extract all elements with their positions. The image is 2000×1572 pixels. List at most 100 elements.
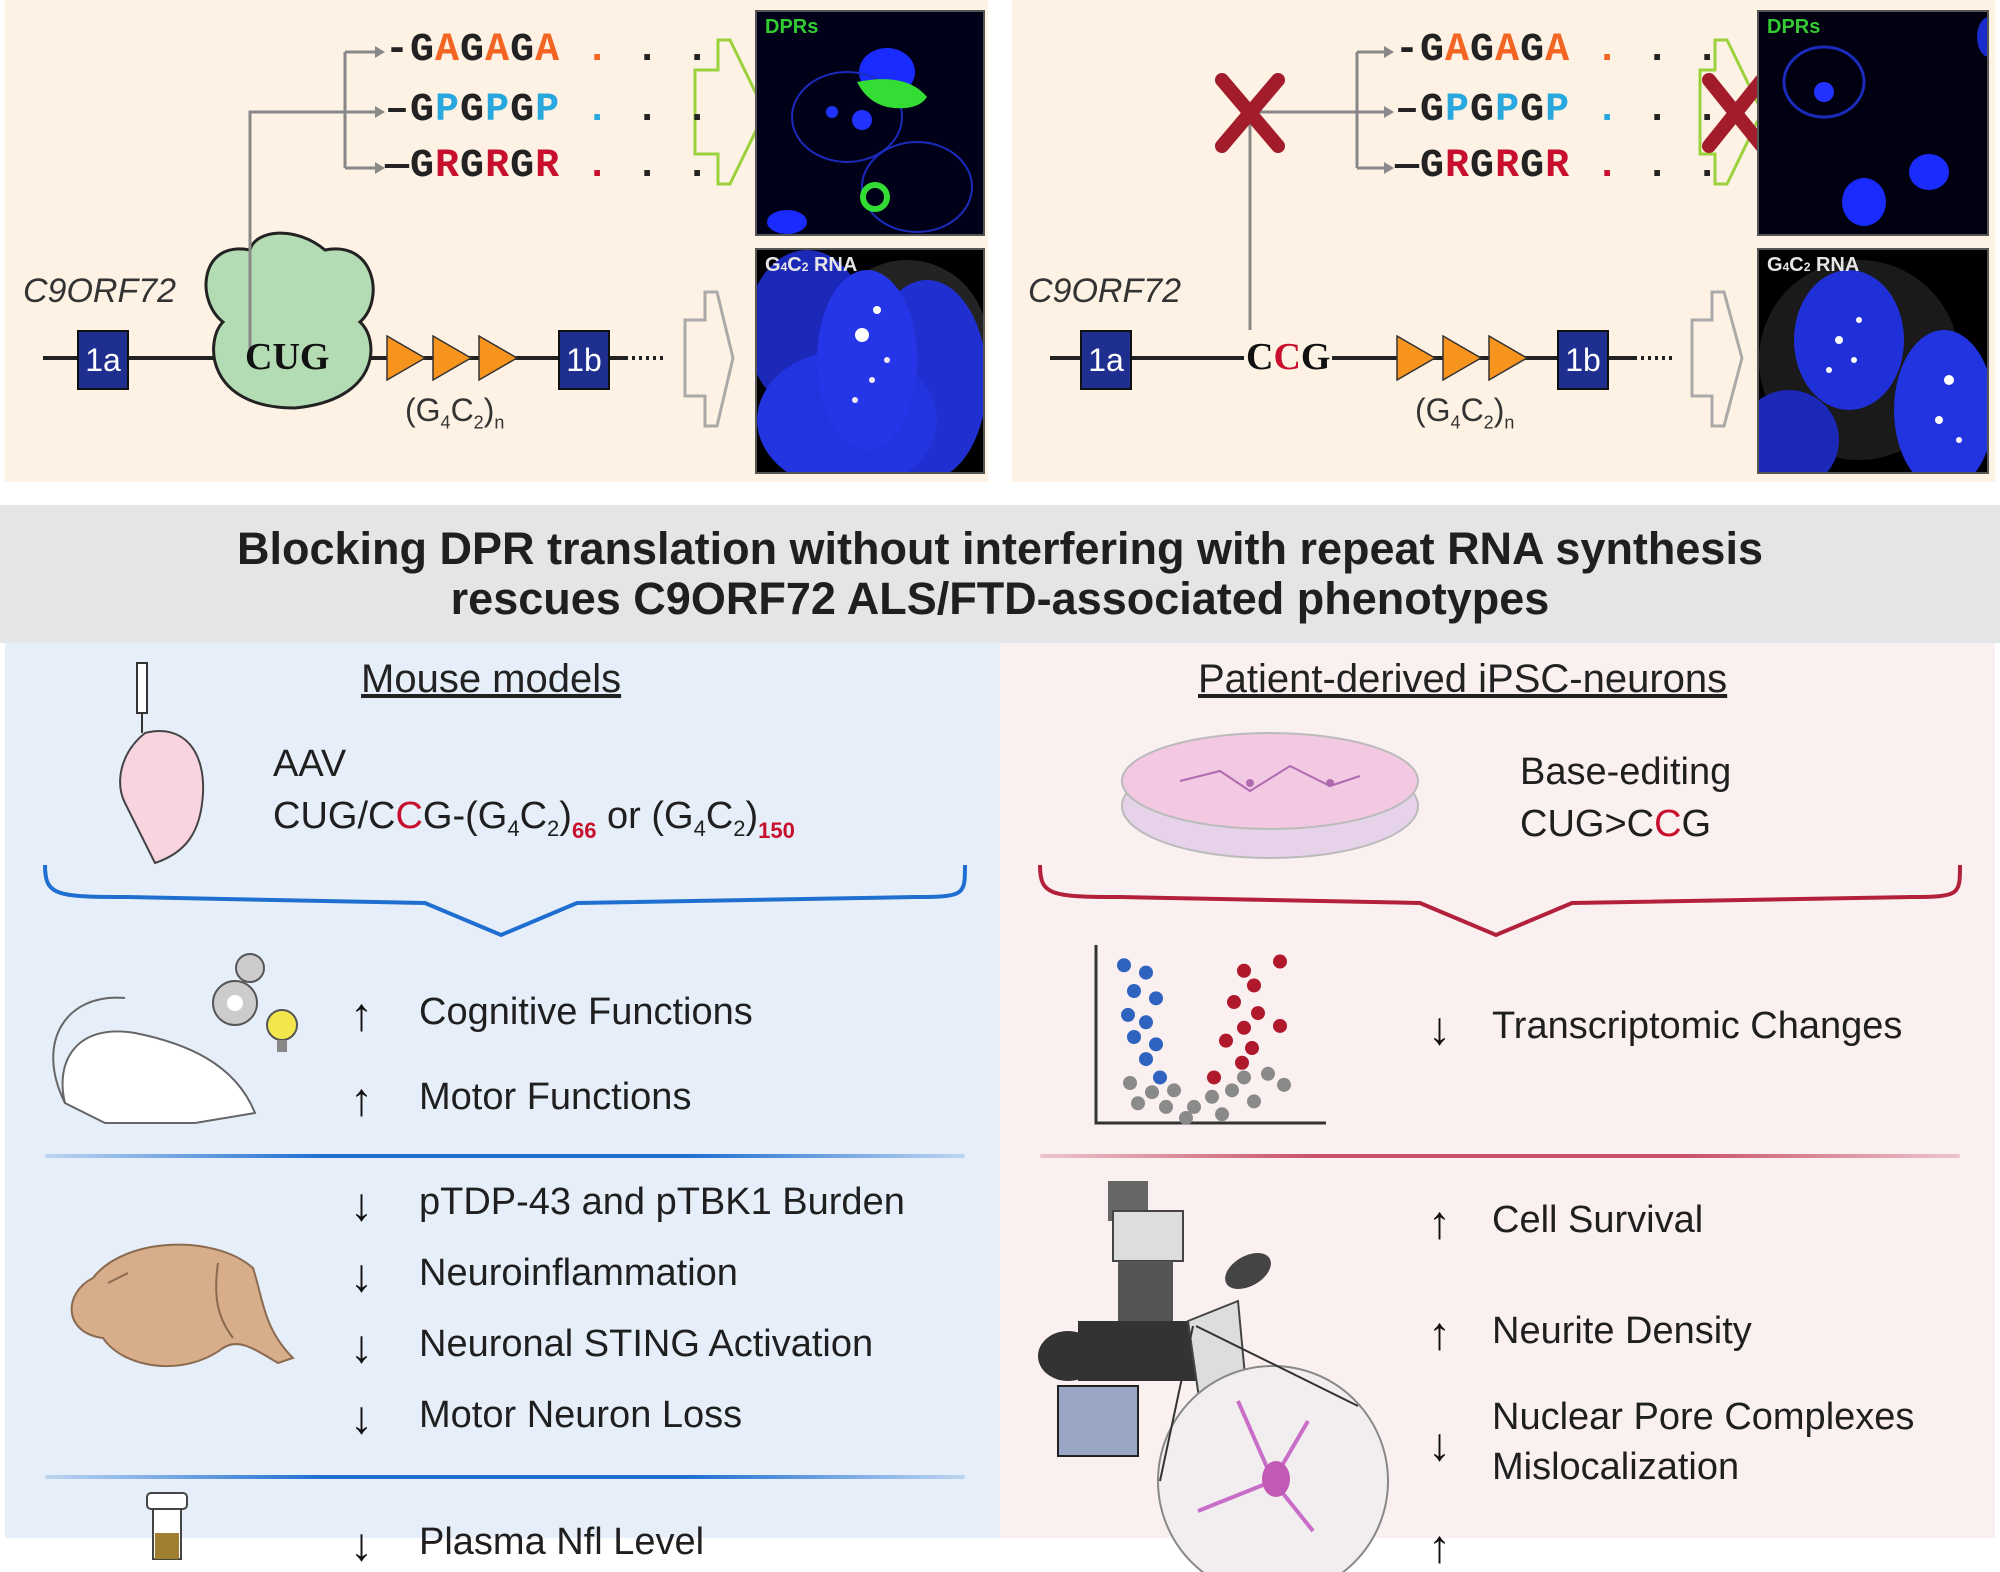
micrograph-rna: G4C2 RNA <box>1757 248 1989 474</box>
scatter-dot <box>1245 1041 1259 1056</box>
amino-acid-letter: P <box>1495 88 1521 133</box>
outcome-ptdp43-ptbk1: pTDP-43 and pTBK1 Burden <box>419 1181 905 1223</box>
continuation-dot: . <box>1670 28 1721 73</box>
block-x-icon <box>1215 73 1285 153</box>
scatter-dot <box>1145 1085 1159 1100</box>
repeat-label: (G4C2)n <box>1415 392 1515 433</box>
repeat-triangle-icon <box>386 334 427 382</box>
arrowhead-icon <box>375 46 385 58</box>
down-arrow-icon: ↓ <box>1428 1418 1451 1470</box>
outcome-plasma-nfl: Plasma Nfl Level <box>419 1521 705 1563</box>
exon-1b: 1b <box>558 330 610 390</box>
scatter-dot <box>1159 1099 1173 1114</box>
mouse-brain-icon <box>70 1243 295 1368</box>
amino-acid-letter: G <box>510 144 536 189</box>
ribosome-icon <box>204 231 375 410</box>
amino-acid-letter: G <box>1470 88 1496 133</box>
outcome-npc-mislocalization-line1: Nuclear Pore Complexes <box>1492 1396 1915 1438</box>
scatter-dot <box>1139 1052 1153 1067</box>
start-codon-cug: CUG <box>245 336 330 378</box>
gene-label: C9ORF72 <box>1028 272 1182 310</box>
scatter-dot <box>1117 958 1131 973</box>
micrograph-label-rna: G4C2 RNA <box>765 254 858 276</box>
down-arrow-icon: ↓ <box>350 1249 373 1301</box>
section-title-ipsc: Patient-derived iPSC-neurons <box>1198 657 1728 701</box>
micrograph-dprs: DPRs <box>1757 10 1989 236</box>
sequence-prefix: — <box>385 144 411 189</box>
arrowhead-icon <box>1384 162 1394 174</box>
micrograph-label-rna: G4C2 RNA <box>1767 254 1860 276</box>
amino-acid-letter: P <box>435 88 461 133</box>
edited-codon-ccg: CCG <box>1244 335 1333 379</box>
translation-schematic <box>43 38 767 428</box>
amino-acid-letter: A <box>535 28 561 73</box>
outcome-neurite-density: Neurite Density <box>1492 1310 1752 1352</box>
amino-acid-letter: A <box>485 28 511 73</box>
exon-1b: 1b <box>1557 330 1609 390</box>
amino-acid-letter: G <box>1520 144 1546 189</box>
scatter-dot <box>1273 954 1287 969</box>
scatter-dot <box>1235 1055 1249 1070</box>
divider <box>1040 1154 1960 1158</box>
amino-acid-letter: G <box>1470 144 1496 189</box>
vector-label: AAV <box>273 743 347 785</box>
repeat-label: (G4C2)n <box>405 392 505 433</box>
scatter-dot <box>1205 1089 1219 1104</box>
scatter-dot <box>1207 1070 1221 1085</box>
up-arrow-icon: ↑ <box>1428 1196 1451 1248</box>
dpr-sequence-gr: —GRGRGR . . . <box>1395 144 1720 189</box>
amino-acid-letter: G <box>1420 28 1446 73</box>
amino-acid-letter: A <box>1545 28 1571 73</box>
scatter-dot <box>1139 1015 1153 1030</box>
scatter-dot <box>1127 1030 1141 1044</box>
outcome-npc-mislocalization-line2: Mislocalization <box>1492 1446 1740 1488</box>
section-title-mouse: Mouse models <box>361 657 622 701</box>
branch-line <box>248 110 345 356</box>
amino-acid-letter: G <box>460 88 486 133</box>
output-arrow-grey <box>1690 290 1744 428</box>
continuation-dot: . <box>560 88 611 133</box>
scatter-dot <box>1237 963 1251 978</box>
continuation-dot: . <box>660 28 711 73</box>
mouse-pup-injection-icon <box>119 662 205 865</box>
blocked-schematic <box>1050 38 1769 428</box>
continuation-dot: . <box>660 144 711 189</box>
up-arrow-icon: ↑ <box>1428 1307 1451 1359</box>
amino-acid-letter: G <box>410 28 436 73</box>
micrograph-dprs: DPRs <box>755 10 985 236</box>
dpr-sequence-gp: –GPGPGP . . . <box>1395 88 1720 133</box>
dpr-sequence-gp: –GPGPGP . . . <box>385 88 710 133</box>
brace-red <box>1038 864 1962 938</box>
exon-1a: 1a <box>1080 330 1132 390</box>
scatter-dot <box>1153 1070 1167 1085</box>
repeat-triangle-icon <box>478 334 519 382</box>
amino-acid-letter: G <box>510 88 536 133</box>
amino-acid-letter: G <box>510 28 536 73</box>
continuation-dot: . <box>1620 88 1671 133</box>
continuation-dot: . <box>610 88 661 133</box>
gene-label: C9ORF72 <box>23 272 177 310</box>
scatter-dot <box>1247 978 1261 993</box>
scatter-dot <box>1167 1083 1181 1098</box>
arrowhead-icon <box>375 162 385 174</box>
outcome-transcriptomic-changes: Transcriptomic Changes <box>1492 1005 1903 1047</box>
panel-translation-blocked: C9ORF72 1a 1b CCG (G4C2)n -GAGAGA . . . … <box>1012 0 1995 482</box>
scatter-dot <box>1277 1077 1291 1092</box>
scatter-dot <box>1261 1066 1275 1081</box>
amino-acid-letter: A <box>1495 28 1521 73</box>
continuation-dot: . <box>1670 88 1721 133</box>
scatter-dot <box>1219 1033 1233 1048</box>
scatter-dot <box>1127 984 1141 998</box>
micrograph-rna: G4C2 RNA <box>755 248 985 474</box>
panel-repeat-translation: C9ORF72 1a 1b CUG (G4C2)n -GAGAGA . . . … <box>5 0 988 482</box>
arrowhead-icon <box>1384 106 1394 118</box>
panel-ipsc-neurons: Patient-derived iPSC-neurons Base-editin… <box>1000 643 1995 1572</box>
output-arrow-green <box>1698 38 1764 186</box>
up-arrow-icon: ↑ <box>350 988 373 1040</box>
amino-acid-letter: P <box>485 88 511 133</box>
title-banner: Blocking DPR translation without interfe… <box>0 505 2000 643</box>
micrograph-image <box>1759 260 1987 472</box>
continuation-dot: . <box>1620 144 1671 189</box>
scatter-dot <box>1179 1110 1193 1125</box>
outcome-cognitive-functions: Cognitive Functions <box>419 991 753 1033</box>
